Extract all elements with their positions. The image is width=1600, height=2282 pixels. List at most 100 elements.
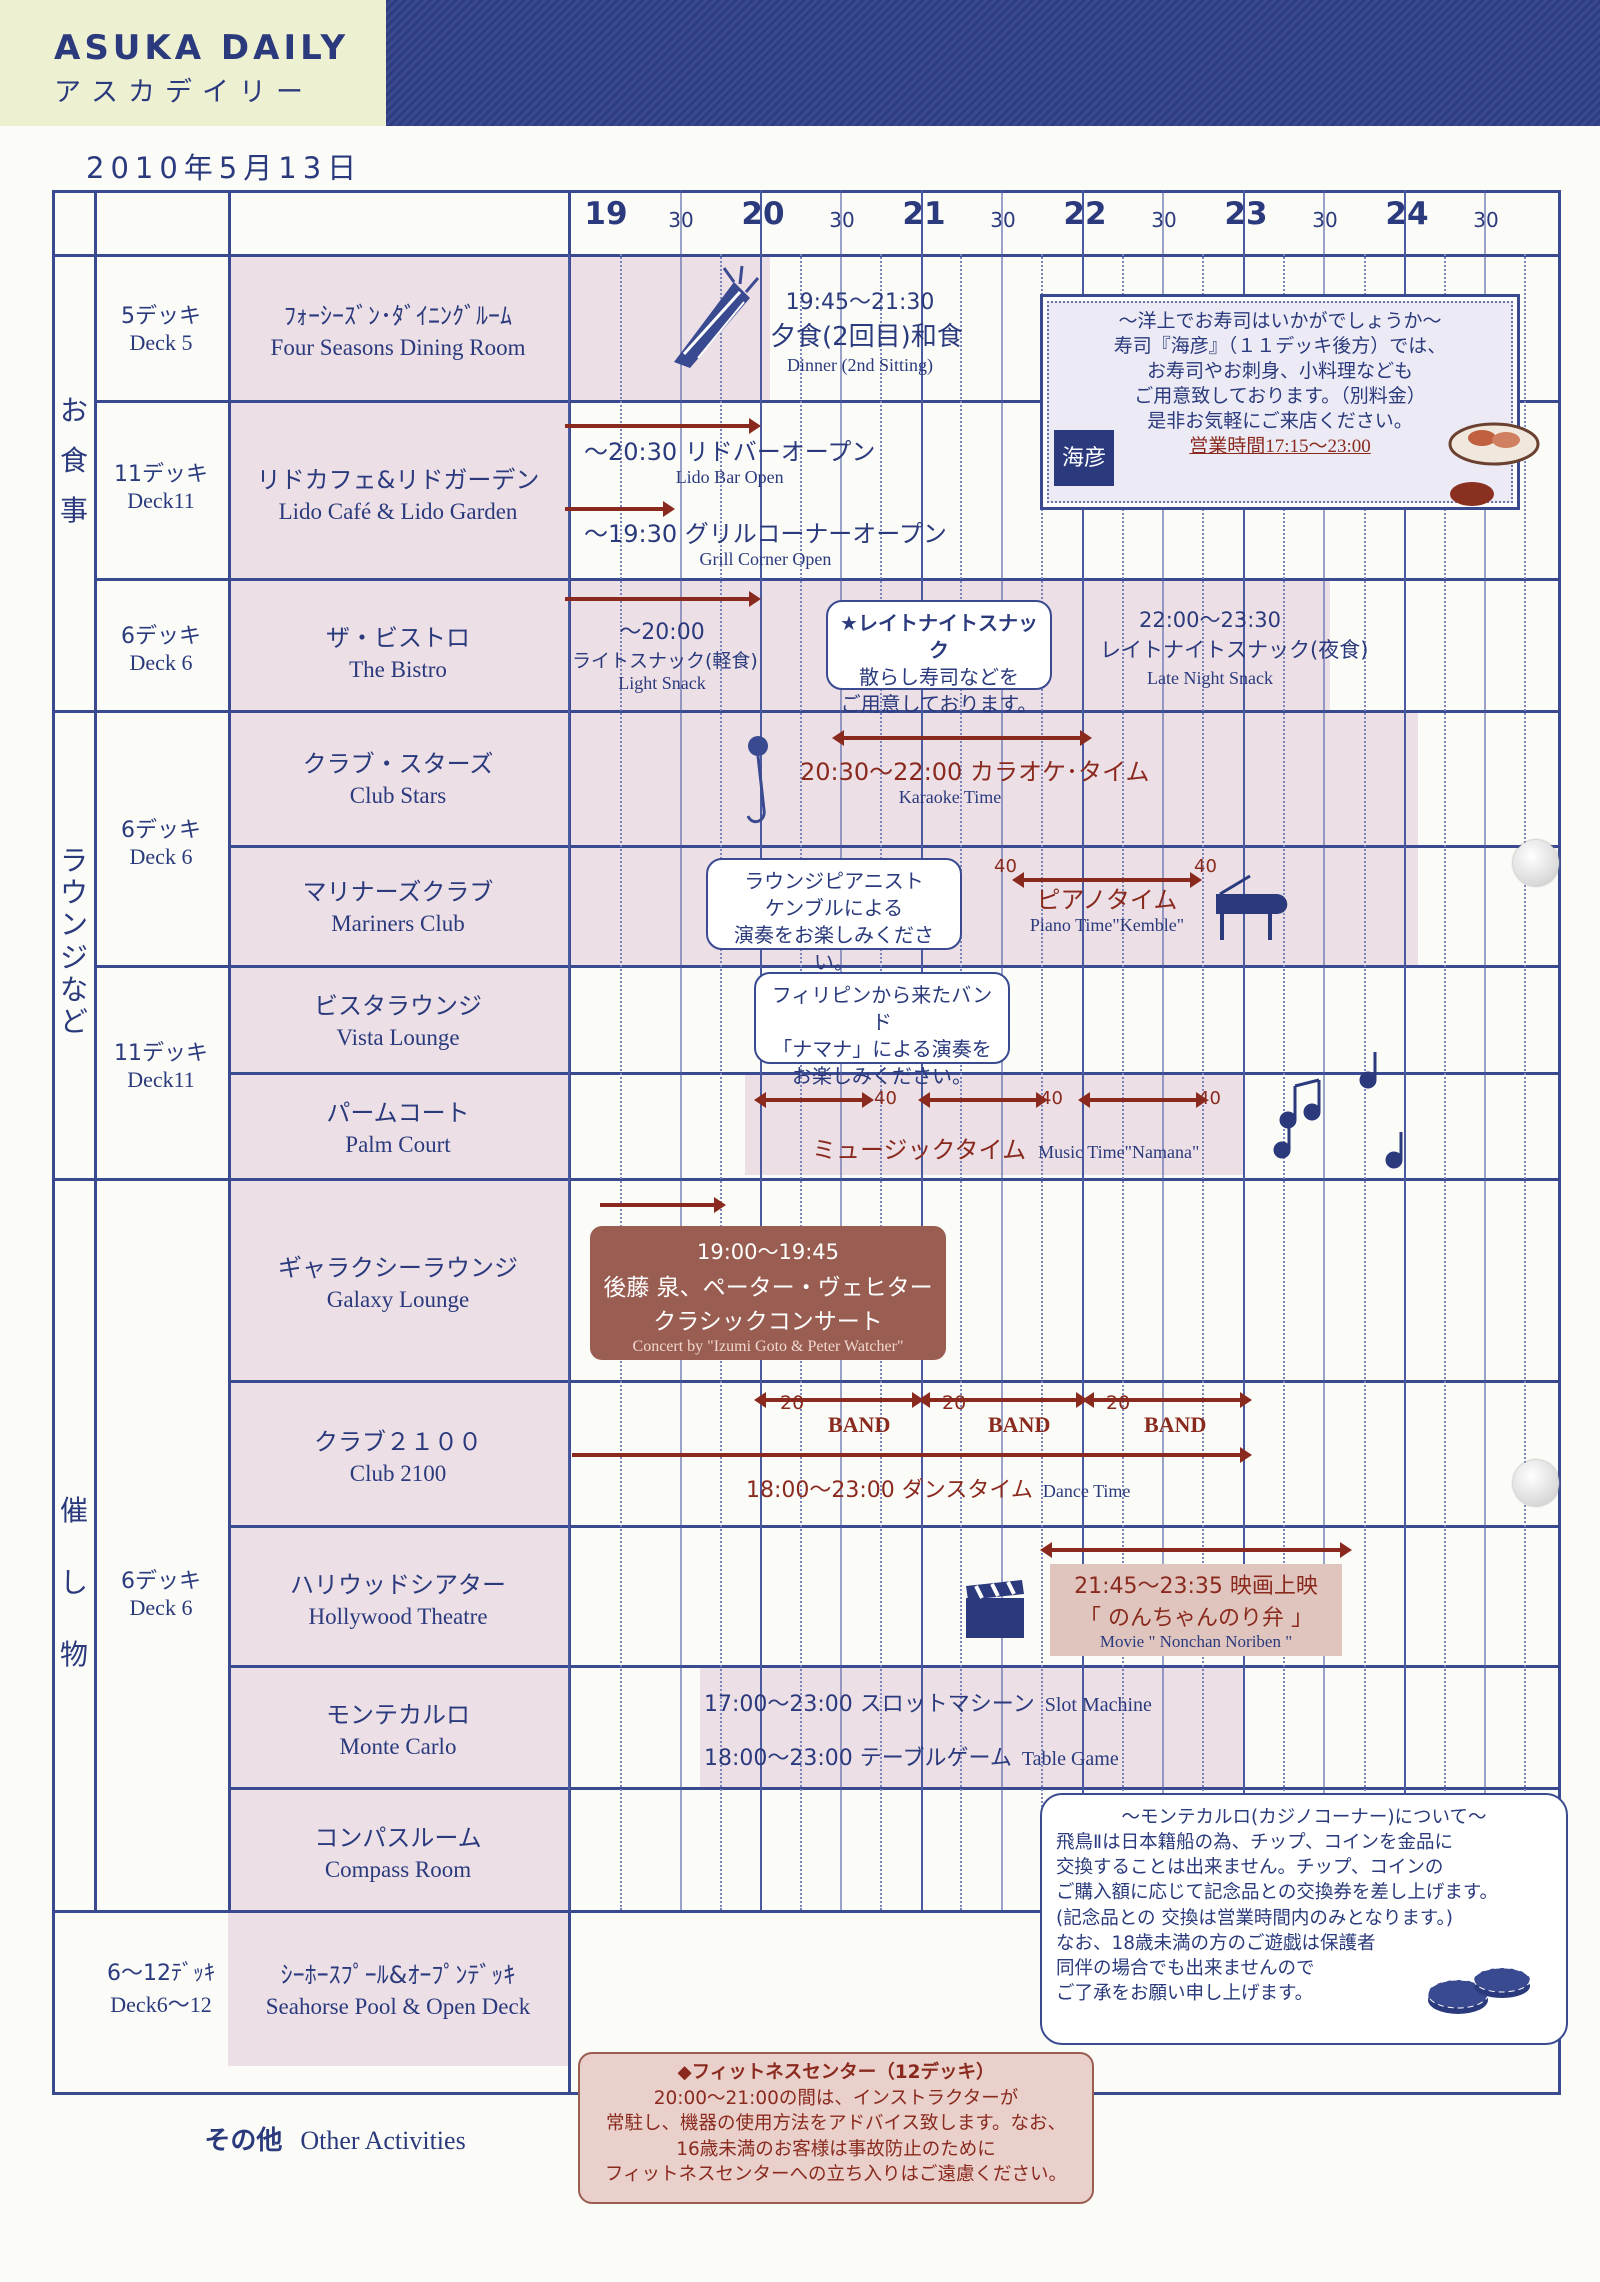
concert-arrow <box>600 1197 726 1213</box>
brand-title: ASUKA DAILY <box>54 28 350 68</box>
quarter-line <box>1041 254 1043 1910</box>
time-header-line <box>52 254 1558 257</box>
movie-arrow <box>1040 1542 1352 1558</box>
band-label-1: BAND <box>828 1412 891 1437</box>
venue-column-shade <box>228 256 570 2066</box>
dinner-fan-icon <box>674 265 760 368</box>
sushi-plate-icon <box>1448 422 1540 506</box>
music-arrow-1 <box>754 1092 874 1108</box>
minute-label: 30 <box>990 208 1016 232</box>
quarter-line <box>1444 254 1446 1910</box>
shade-dining <box>570 256 770 401</box>
section-line <box>52 1178 1558 1181</box>
piano-bubble: ラウンジピアニスト ケンブルによる 演奏をお楽しみください。 <box>706 858 962 974</box>
row-line <box>94 965 1558 968</box>
row-line <box>228 1787 1558 1790</box>
piano-event: ピアノタイム Piano Time"Kemble" <box>1029 886 1185 935</box>
dinner-event: 19:45〜21:30 夕食(2回目)和食 Dinner (2nd Sittin… <box>770 290 963 375</box>
category-lounge: ラウンジなど <box>59 844 88 1038</box>
hour-line-24 <box>1404 190 1406 1910</box>
karaoke-arrow <box>832 730 1092 746</box>
music-notes-icon <box>1273 1052 1403 1169</box>
hour-line-23 <box>1243 190 1245 1910</box>
quarter-line <box>720 254 722 1910</box>
hour-label-20: 20 <box>741 196 785 232</box>
lido-bar-arrow <box>565 418 761 434</box>
music-event: ミュージックタイム Music Time"Namana" <box>812 1136 1200 1164</box>
section-line <box>52 1910 1558 1913</box>
late-snack-bubble: ★レイトナイトスナック 散らし寿司などを ご用意しております。 <box>826 600 1052 716</box>
brand-subtitle: アスカデイリー <box>54 77 313 108</box>
schedule-date: 2010年5月13日 <box>86 151 363 185</box>
dance-event: 18:00〜23:00 ダンスタイム Dance Time <box>746 1478 1131 1503</box>
quarter-line <box>1283 254 1285 1910</box>
grill-event: 〜19:30 グリルコーナーオープン Grill Corner Open <box>584 520 947 569</box>
table-game-event: 18:00〜23:00 テーブルゲーム Table Game <box>704 1746 1119 1771</box>
row-line <box>94 400 1558 403</box>
band-label-3: BAND <box>1144 1412 1207 1437</box>
category-column-line <box>94 190 97 1910</box>
minute-label: 30 <box>829 208 855 232</box>
binder-hole <box>1513 840 1559 886</box>
hour-line-19 <box>568 254 570 1910</box>
header-banner <box>0 0 386 126</box>
karaoke-event: 20:30〜22:00 カラオケ･タイム Karaoke Time <box>800 758 1150 807</box>
band-arrow-3 <box>1082 1392 1252 1408</box>
minute-label: 30 <box>1151 208 1177 232</box>
row-line <box>228 1072 1558 1075</box>
grand-piano-icon <box>1216 874 1288 940</box>
half-hour-line <box>1162 190 1164 1910</box>
hour-label-23: 23 <box>1224 196 1268 232</box>
clapperboard-icon <box>966 1580 1024 1638</box>
row-line <box>228 1380 1558 1383</box>
table-top-border <box>52 190 1558 193</box>
band-minute-2: 20 <box>942 1392 967 1414</box>
slot-event: 17:00〜23:00 スロットマシーン Slot Machine <box>704 1692 1152 1717</box>
sushi-notice: 〜洋上でお寿司はいかがでしょうか〜 寿司『海彦』（１１デッキ後方）では、 お寿司… <box>1040 294 1520 510</box>
dance-arrow <box>572 1447 1252 1463</box>
music-arrow-2 <box>918 1092 1048 1108</box>
minute-label: 30 <box>668 208 694 232</box>
music-arrow-3 <box>1078 1092 1208 1108</box>
band-minute-3: 20 <box>1106 1392 1131 1414</box>
half-hour-line <box>680 190 682 1910</box>
quarter-line <box>960 254 962 1910</box>
grill-arrow <box>565 501 675 517</box>
quarter-line <box>1122 254 1124 1910</box>
hour-label-19: 19 <box>584 196 628 232</box>
music-minute-3: 40 <box>1198 1088 1221 1109</box>
umihiko-logo: 海彦 <box>1054 430 1114 486</box>
category-dining: お食事 <box>59 394 88 528</box>
hour-label-21: 21 <box>902 196 946 232</box>
minute-label: 30 <box>1312 208 1338 232</box>
late-snack-event: 22:00〜23:30 レイトナイトスナック(夜食) Late Night Sn… <box>1100 608 1369 688</box>
half-hour-line <box>1484 190 1486 1910</box>
light-snack-arrow <box>565 591 761 607</box>
piano-arrow <box>1012 872 1202 888</box>
binder-hole <box>1513 1460 1559 1506</box>
lido-bar-event: 〜20:30 リドバーオープン Lido Bar Open <box>584 438 876 487</box>
quarter-line <box>1202 254 1204 1910</box>
piano-end-minute: 40 <box>1194 856 1217 877</box>
row-line <box>94 578 1558 581</box>
deck-column-line <box>228 190 231 1910</box>
table-right-border <box>1558 190 1561 2095</box>
microphone-icon <box>746 736 768 824</box>
quarter-line <box>880 254 882 1910</box>
quarter-line <box>620 254 622 1910</box>
